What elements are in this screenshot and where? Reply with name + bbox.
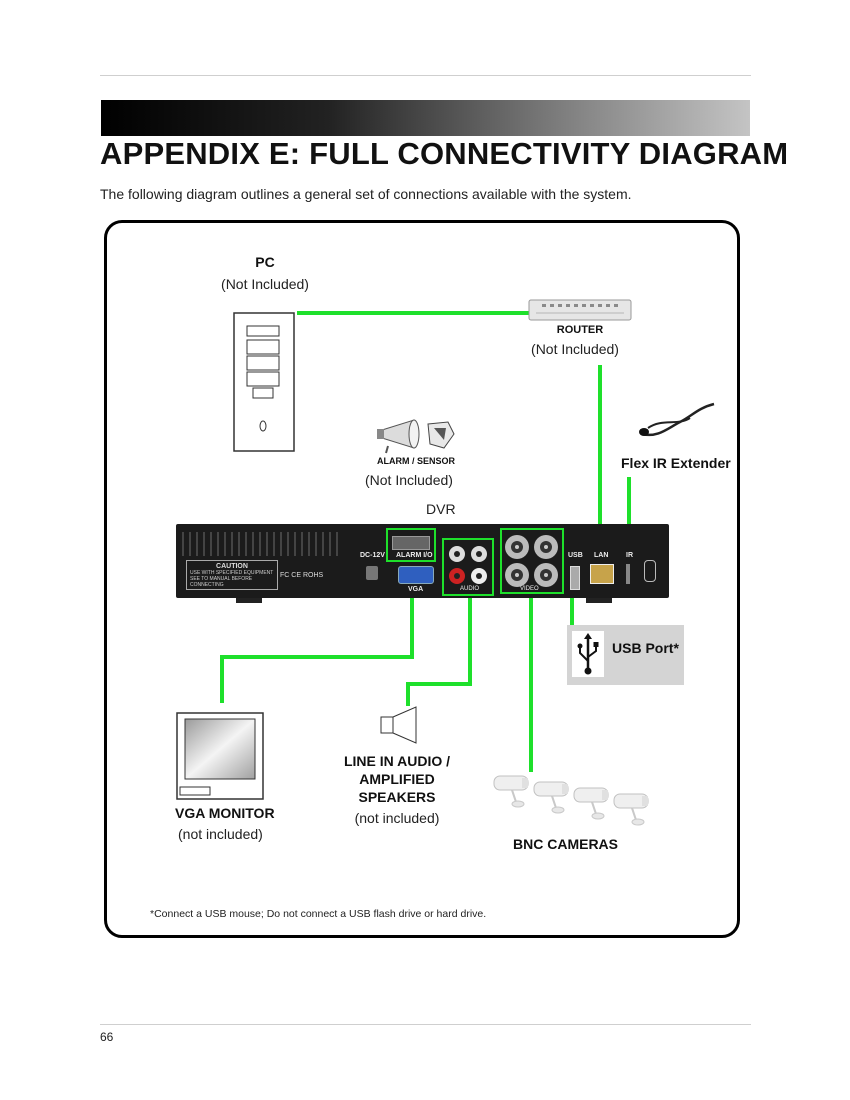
- ir-extender-label: Flex IR Extender: [621, 455, 731, 471]
- wire-vga-3: [220, 655, 224, 703]
- intro-text: The following diagram outlines a general…: [100, 186, 632, 202]
- alarm-label: ALARM / SENSOR: [377, 456, 456, 466]
- usb-port-box: USB Port*: [567, 625, 684, 685]
- cameras-label: BNC CAMERAS: [513, 836, 618, 852]
- bottom-rule: [100, 1024, 751, 1025]
- page-title: APPENDIX E: FULL CONNECTIVITY DIAGRAM: [100, 136, 789, 171]
- cert-marks: FC CE ROHS: [280, 572, 324, 579]
- caution-text: USE WITH SPECIFIED EQUIPMENT SEE TO MANU…: [190, 570, 274, 588]
- wire-cameras: [529, 592, 533, 772]
- usb-port: [570, 566, 580, 590]
- monitor-icon: [176, 712, 264, 800]
- dvr-rear-panel: CAUTION USE WITH SPECIFIED EQUIPMENT SEE…: [176, 524, 669, 598]
- diagram-frame: [104, 220, 740, 938]
- page-number: 66: [100, 1030, 114, 1044]
- lan-port: [590, 564, 614, 584]
- wire-usb: [570, 590, 574, 626]
- wire-ir: [627, 477, 631, 531]
- caution-title: CAUTION: [216, 563, 248, 570]
- wire-audio-1: [468, 592, 472, 686]
- dvr-foot-left: [236, 598, 262, 603]
- alarm-siren-icon: [377, 419, 420, 454]
- dvr-vents: [182, 532, 342, 556]
- alarm-port-highlight: [386, 528, 436, 562]
- audio-label: LINE IN AUDIO / AMPLIFIED SPEAKERS: [330, 752, 464, 806]
- dvr-label: DVR: [426, 501, 456, 517]
- power-jack: [366, 566, 378, 580]
- wire-vga-2: [220, 655, 414, 659]
- router-icon: [528, 299, 632, 321]
- camera-icon: [493, 775, 529, 808]
- camera-icon: [573, 787, 609, 820]
- port-label-audio: AUDIO: [460, 586, 480, 592]
- ir-extender-icon: [639, 402, 715, 437]
- speaker-icon: [380, 706, 417, 744]
- port-label-alarm: ALARM I/O: [396, 552, 433, 559]
- usb-port-label: USB Port*: [612, 640, 679, 656]
- video-port-highlight: [500, 528, 564, 594]
- wire-audio-2: [406, 682, 472, 686]
- audio-label-line2: AMPLIFIED: [359, 771, 435, 787]
- port-label-power: DC-12V: [360, 552, 385, 559]
- camera-group: [493, 775, 649, 826]
- port-label-ir: IR: [626, 552, 633, 559]
- wire-audio-3: [406, 682, 410, 706]
- section-banner: [101, 100, 750, 136]
- alarm-note: (Not Included): [365, 472, 453, 488]
- wire-vga-1: [410, 598, 414, 658]
- wire-pc-router: [297, 311, 530, 315]
- ir-jack: [626, 564, 630, 584]
- vga-monitor-label: VGA MONITOR: [175, 805, 275, 821]
- port-label-usb: USB: [568, 552, 583, 559]
- port-label-vga: VGA: [408, 586, 424, 593]
- vga-port: [398, 566, 434, 584]
- dvr-foot-right: [586, 598, 612, 603]
- port-label-lan: LAN: [594, 552, 609, 559]
- camera-icon: [613, 793, 649, 826]
- usb-icon: [572, 631, 604, 677]
- pc-label: PC: [255, 254, 275, 270]
- audio-label-line3: SPEAKERS: [358, 789, 436, 805]
- audio-label-line1: LINE IN AUDIO /: [343, 753, 451, 769]
- pc-note: (Not Included): [221, 276, 309, 292]
- caution-label: CAUTION USE WITH SPECIFIED EQUIPMENT SEE…: [186, 560, 278, 590]
- audio-note: (not included): [354, 810, 440, 826]
- audio-port-highlight: [442, 538, 494, 596]
- usb-footnote: *Connect a USB mouse; Do not connect a U…: [150, 908, 487, 920]
- router-label: ROUTER: [556, 324, 604, 336]
- port-label-video: VIDEO: [520, 586, 539, 592]
- vga-monitor-note: (not included): [178, 826, 263, 842]
- router-note: (Not Included): [531, 341, 619, 357]
- wire-router-lan: [598, 365, 602, 530]
- ground-screw: [644, 560, 656, 582]
- motion-sensor-icon: [427, 421, 455, 449]
- camera-icon: [533, 781, 569, 814]
- top-rule: [100, 75, 751, 76]
- pc-tower-icon: [233, 312, 295, 452]
